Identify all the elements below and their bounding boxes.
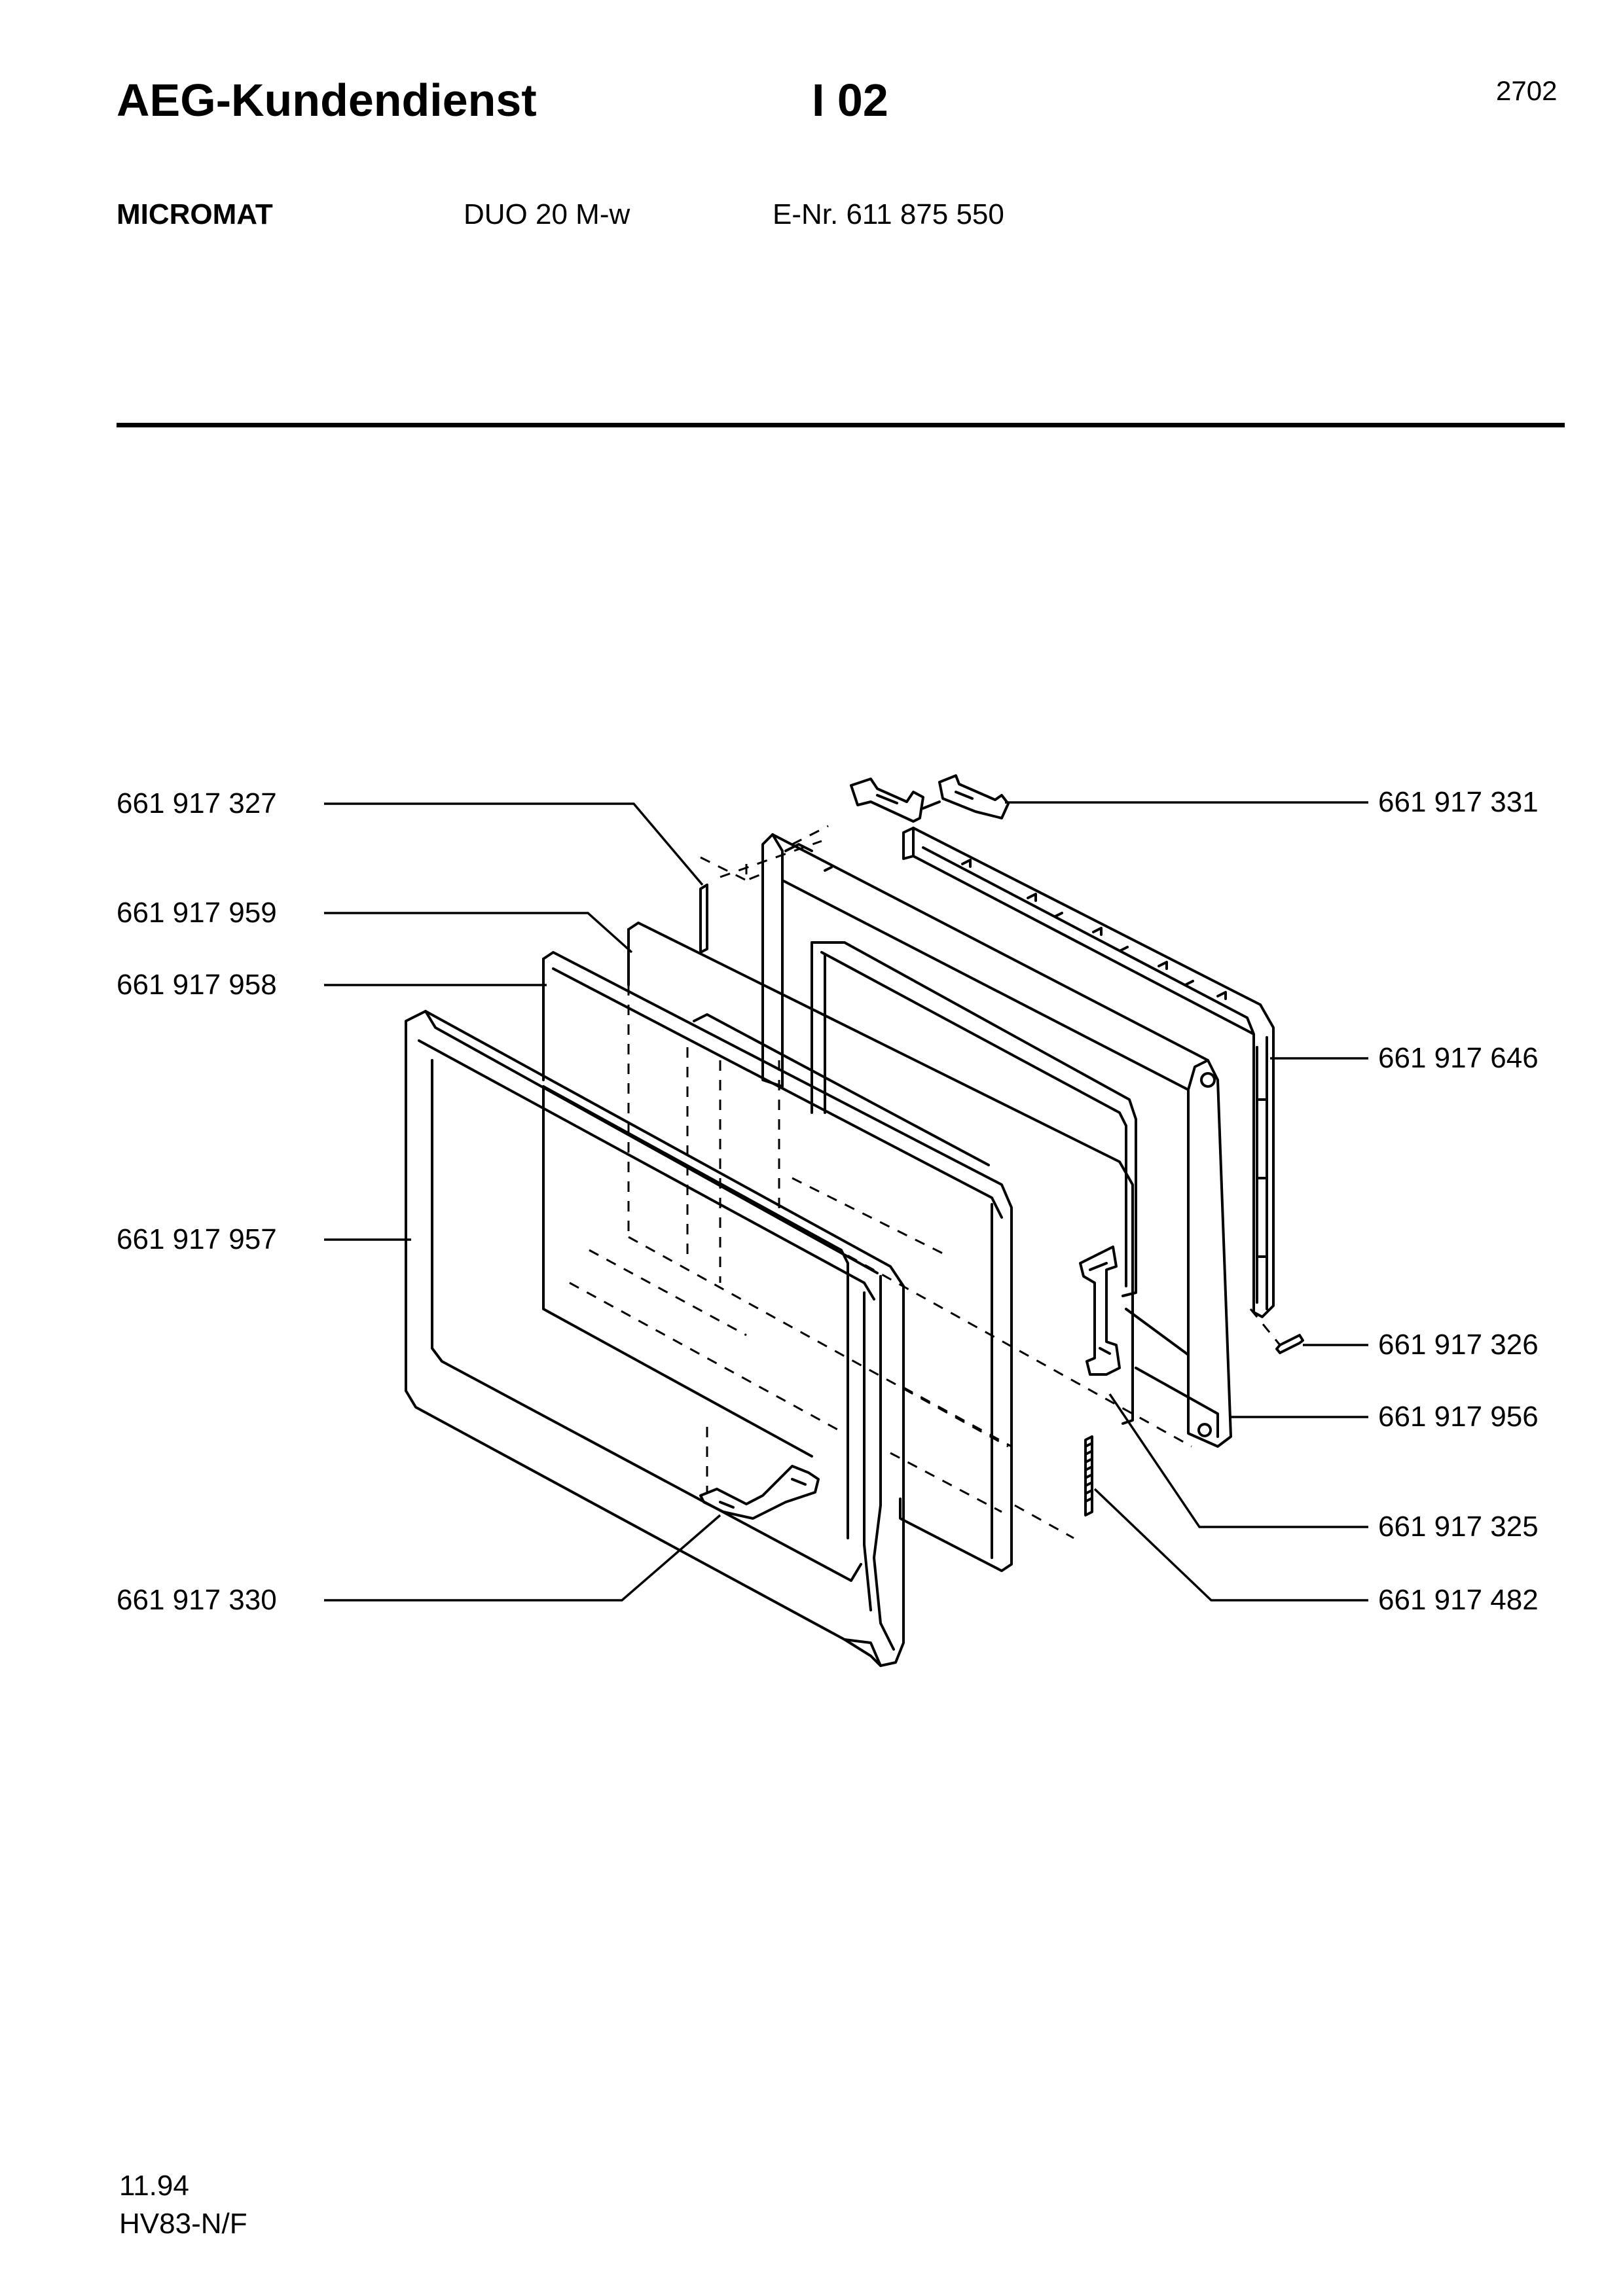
leader-330	[324, 1514, 721, 1602]
model-name: MICROMAT	[117, 198, 273, 230]
part-label-seal-strip: 661 917 327	[117, 787, 277, 819]
part-label-rear-panel: 661 917 646	[1378, 1042, 1539, 1074]
door-frame-panel	[761, 833, 1232, 1448]
page-number: 2702	[1496, 75, 1558, 106]
top-hinge-brackets	[850, 774, 1010, 823]
part-label-latch-bracket: 661 917 330	[117, 1584, 277, 1616]
section-code: I 02	[812, 75, 888, 126]
e-number: E-Nr. 611 875 550	[773, 198, 1004, 230]
footer-date: 11.94	[119, 2170, 189, 2202]
bottom-latch-bracket	[699, 1465, 820, 1520]
part-label-front-door: 661 917 957	[117, 1223, 277, 1255]
brand-title: AEG-Kundendienst	[117, 75, 537, 126]
header-divider	[117, 423, 1565, 427]
spring	[1084, 1435, 1093, 1516]
part-label-frame-panel: 661 917 956	[1378, 1401, 1539, 1433]
part-label-choke-panel: 661 917 958	[117, 969, 277, 1001]
inner-glass-panel	[627, 922, 1134, 1425]
part-label-inner-glass: 661 917 959	[117, 897, 277, 929]
leader-327	[324, 802, 704, 886]
side-hinge	[1079, 1246, 1121, 1376]
front-door-panel	[405, 1010, 905, 1667]
part-label-spring: 661 917 482	[1378, 1584, 1539, 1616]
part-label-screw: 661 917 326	[1378, 1329, 1539, 1361]
leader-325	[1108, 1393, 1368, 1528]
footer-code: HV83-N/F	[119, 2208, 247, 2240]
left-seal-strip	[699, 884, 708, 954]
leader-959	[324, 912, 633, 954]
screw	[1275, 1334, 1304, 1354]
model-variant: DUO 20 M-w	[464, 198, 630, 230]
part-label-side-hinge: 661 917 325	[1378, 1511, 1539, 1543]
leader-482	[1093, 1488, 1368, 1602]
rear-door-panel	[902, 827, 1275, 1318]
choke-panel	[542, 951, 1013, 1572]
part-label-top-hinge: 661 917 331	[1378, 786, 1539, 818]
